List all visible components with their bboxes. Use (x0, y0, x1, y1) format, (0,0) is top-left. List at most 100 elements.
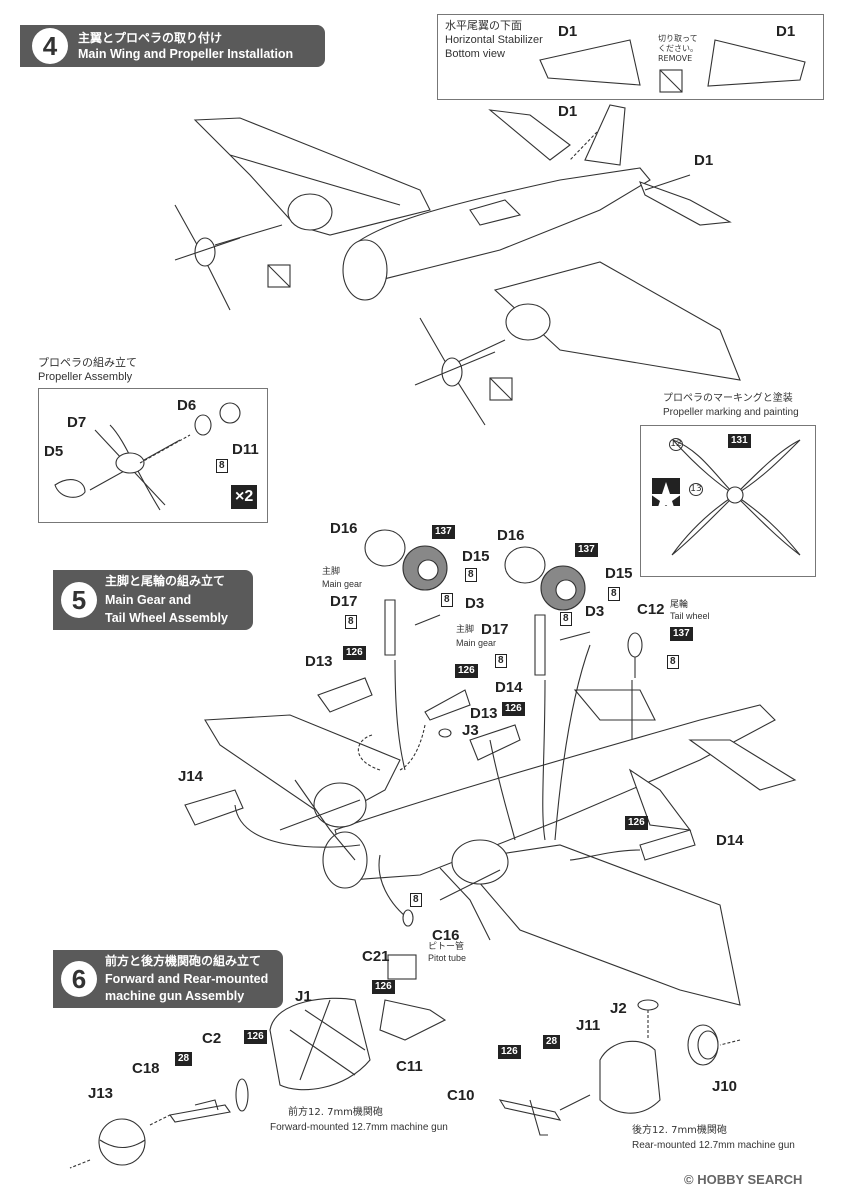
part-j14: J14 (178, 768, 204, 785)
tail-wheel-en: Tail wheel (670, 611, 710, 621)
part-d17-left: D17 (330, 593, 358, 610)
part-d3-right: D3 (585, 603, 605, 620)
step5-title-jp: 主脚と尾輪の組み立て (105, 574, 226, 588)
rear-gun-en: Rear-mounted 12.7mm machine gun (632, 1140, 795, 1151)
paint-126-f: 126 (244, 1030, 267, 1044)
marking-propeller-drawing (671, 439, 801, 556)
propeller-assembly-box: D7 D6 D5 D11 8 ×2 (38, 388, 268, 523)
part-c2: C2 (202, 1030, 222, 1047)
part-j1: J1 (295, 988, 312, 1005)
step6-title-en-2: machine gun Assembly (105, 989, 245, 1003)
part-d1-stab-right: D1 (776, 23, 796, 40)
part-d6: D6 (177, 397, 197, 414)
part-d1-top: D1 (558, 103, 578, 120)
pitot-en: Pitot tube (428, 953, 467, 963)
part-d14-b: D14 (716, 832, 744, 849)
propeller-assembly-drawing (54, 402, 241, 511)
step4-banner: 4 主翼とプロペラの取り付け Main Wing and Propeller I… (20, 25, 325, 67)
step5-aircraft (204, 644, 797, 1006)
watermark: © HOBBY SEARCH (684, 1172, 803, 1187)
propeller-title-jp: プロペラの組み立て (38, 356, 137, 369)
decal-13: 13 (689, 483, 703, 496)
stabilizer-title-en-1: Horizontal Stabilizer (445, 34, 543, 46)
part-j2: J2 (610, 1000, 627, 1017)
part-d13-b: D13 (470, 705, 498, 722)
step4-aircraft (174, 104, 741, 426)
part-c16: C16 (432, 927, 460, 944)
main-gear-jp-left: 主脚 (322, 567, 341, 577)
stabilizer-title-en-2: Bottom view (445, 48, 505, 60)
tail-wheel-jp: 尾輪 (670, 600, 689, 610)
part-c18: C18 (132, 1060, 160, 1077)
paint-126-c: 126 (502, 702, 525, 716)
paint-131: 131 (728, 434, 751, 448)
part-c11: C11 (396, 1058, 423, 1075)
step5-title-en-1: Main Gear and (105, 593, 192, 607)
step6-drawing (69, 954, 741, 1169)
part-d3-left: D3 (465, 595, 485, 612)
cut-note-en: REMOVE (658, 54, 693, 63)
part-d14-a: D14 (495, 679, 523, 696)
paint-8-h: 8 (410, 893, 422, 907)
pitot-jp: ピトー管 (428, 942, 465, 952)
paint-137-b: 137 (575, 543, 598, 557)
main-gear-en-right: Main gear (456, 638, 497, 648)
part-d17-right: D17 (481, 621, 509, 638)
marking-title-jp: プロペラのマーキングと塗装 (663, 393, 793, 404)
part-d5: D5 (44, 443, 64, 460)
paint-8-c: 8 (441, 593, 453, 607)
paint-8-f: 8 (560, 612, 572, 626)
paint-137-c: 137 (670, 627, 693, 641)
part-d16-left: D16 (330, 520, 358, 537)
cut-note-jp-1: 切り取って (658, 34, 698, 43)
part-d16-right: D16 (497, 527, 525, 544)
paint-126-e: 126 (372, 980, 395, 994)
step6-title-en-1: Forward and Rear-mounted (105, 972, 269, 986)
rear-gun-jp: 後方12. 7mm機関砲 (632, 1125, 727, 1136)
stabilizer-inset: 水平尾翼の下面 Horizontal Stabilizer Bottom vie… (437, 14, 824, 100)
paint-28-a: 28 (175, 1052, 193, 1066)
part-j3: J3 (462, 722, 479, 739)
part-c10: C10 (447, 1087, 475, 1104)
part-d1-stab-left: D1 (558, 23, 578, 40)
paint-8-a: 8 (465, 568, 477, 582)
part-d13-a: D13 (305, 653, 333, 670)
step5-number: 5 (61, 582, 97, 618)
part-d11: D11 (232, 441, 259, 458)
step6-banner: 6 前方と後方機関砲の組み立て Forward and Rear-mounted… (53, 950, 283, 1008)
decal-12: 12 (669, 438, 683, 451)
paint-8-e: 8 (495, 654, 507, 668)
paint-126-a: 126 (343, 646, 366, 660)
paint-137-a: 137 (432, 525, 455, 539)
paint-8-b: 8 (345, 615, 357, 629)
forward-gun-jp: 前方12. 7mm機関砲 (288, 1107, 383, 1118)
part-j13: J13 (88, 1085, 114, 1102)
marking-box: 131 12 13 (640, 425, 816, 577)
part-d1-right: D1 (694, 152, 714, 169)
paint-126-g: 126 (498, 1045, 521, 1059)
part-d15-right: D15 (605, 565, 633, 582)
part-c21: C21 (362, 948, 390, 965)
step6-number: 6 (61, 961, 97, 997)
paint-126-d: 126 (625, 816, 648, 830)
main-gear-jp-right: 主脚 (456, 625, 475, 635)
step6-title-jp: 前方と後方機関砲の組み立て (105, 954, 262, 968)
part-c12: C12 (637, 601, 665, 618)
step5-title-en-2: Tail Wheel Assembly (105, 611, 228, 625)
step4-title-en: Main Wing and Propeller Installation (78, 47, 294, 61)
multiplier-x2: ×2 (231, 485, 258, 509)
main-gear-en-left: Main gear (322, 579, 363, 589)
step5-banner: 5 主脚と尾輪の組み立て Main Gear and Tail Wheel As… (53, 570, 253, 630)
hinomaru-star-icon (650, 478, 682, 513)
step4-number: 4 (32, 28, 68, 64)
paint-28-b: 28 (543, 1035, 561, 1049)
forward-gun-en: Forward-mounted 12.7mm machine gun (270, 1122, 448, 1133)
paint-8-g: 8 (667, 655, 679, 669)
stabilizer-drawing (539, 39, 806, 93)
part-j10: J10 (712, 1078, 738, 1095)
part-d7: D7 (67, 414, 87, 431)
paint-126-b: 126 (455, 664, 478, 678)
part-j11: J11 (576, 1017, 601, 1034)
paint-8-d: 8 (608, 587, 620, 601)
